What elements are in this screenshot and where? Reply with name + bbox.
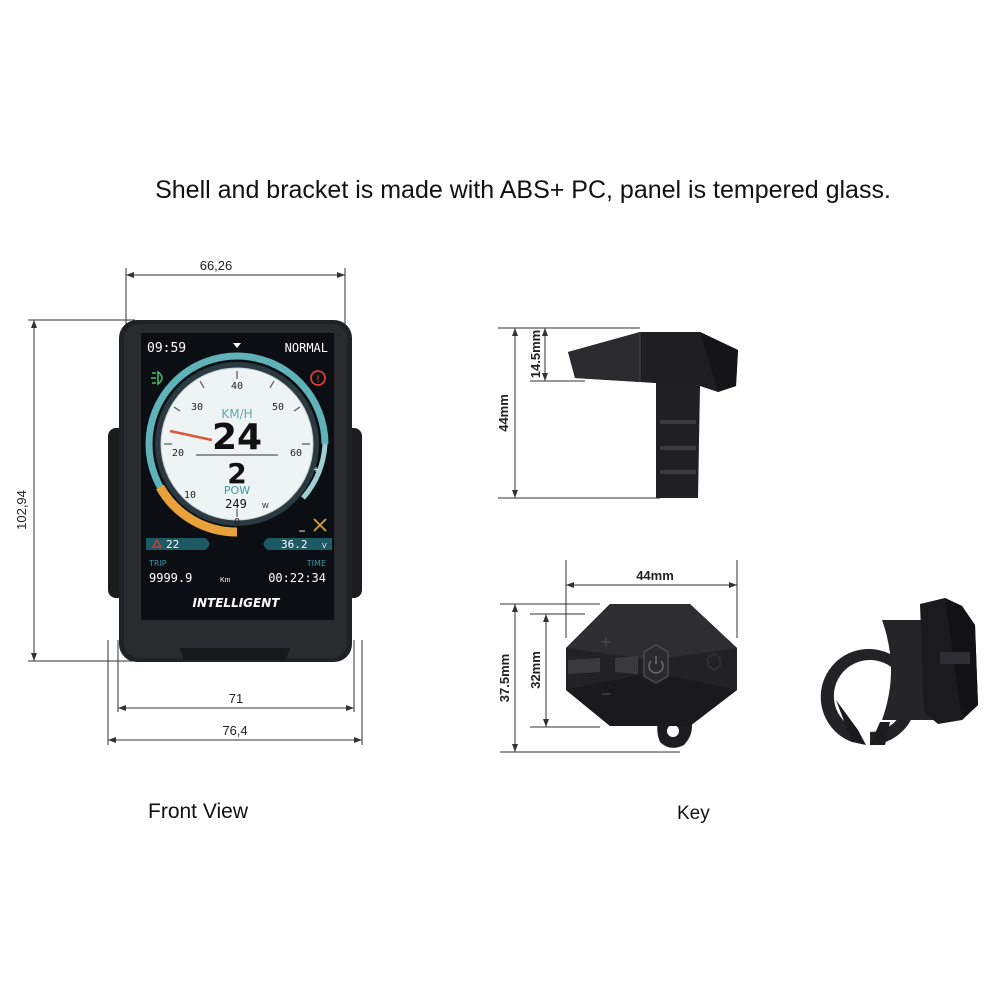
speed-unit: KM/H [221,407,252,421]
trip-label: TRIP [148,559,167,568]
tick-label-0: 0 [234,517,240,528]
dim-key-top-height: 14.5mm [528,330,543,378]
temperature-pill [146,538,210,550]
temperature-readout: 22 [166,538,179,551]
dropdown-caret-icon [233,343,241,348]
trip-unit: Km [220,577,231,584]
dim-key-outer-height: 37.5mm [497,654,512,702]
dim-width-mid: 71 [229,691,243,706]
dim-width-top: 66,26 [200,258,233,273]
dial-ticks [164,371,310,517]
clock-readout: 09:59 [147,341,186,356]
power-arc [156,484,238,537]
dim-key-total-height: 44mm [496,394,511,432]
speed-needle [169,429,213,442]
key-plus-button: + [601,632,612,652]
key-front-view: + − [566,604,737,748]
power-unit: W [262,503,269,510]
trip-readout: 9999.9 [149,571,192,585]
key-side-dimension-lines [498,327,660,499]
power-readout: 249 [225,497,247,511]
voltage-unit: V [322,543,327,550]
tick-label-40: 40 [231,381,243,392]
dim-key-width: 44mm [636,568,674,583]
front-dimension-arrows [31,272,362,743]
voltage-readout: 36.2 [281,538,308,551]
dim-key-inner-height: 32mm [528,651,543,689]
time-label: TIME [306,559,326,568]
tick-label-30: 30 [191,402,203,413]
brand-logo-text: INTELLIGENT [193,596,281,610]
tick-label-50: 50 [272,402,284,413]
front-dimension-lines [28,268,363,745]
tire-warning-icon: ! [310,370,326,386]
time-readout: 00:22:34 [268,571,326,585]
temperature-warning-icon [151,538,163,548]
headlight-icon [151,370,163,386]
material-heading: Shell and bracket is made with ABS+ PC, … [155,176,891,204]
key-minus-button: − [601,684,612,704]
svg-text:!: ! [317,374,320,384]
dim-height: 102,94 [14,490,29,530]
plus-mark: + [313,465,319,476]
assist-level-readout: 2 [227,457,246,490]
tick-label-10: 10 [184,490,196,501]
mode-readout: NORMAL [285,341,328,355]
key-front-dimension-lines [500,560,738,753]
speedometer-dial: 40 50 60 30 20 10 0 KM/H 24 2 POW 249 W … [145,352,329,538]
minus-mark: − [298,524,305,538]
key-caption: Key [677,803,710,824]
power-icon [648,656,664,674]
tick-label-20: 20 [172,448,184,459]
voltage-pill [263,538,332,550]
front-view-caption: Front View [148,800,248,823]
service-wrench-icon [313,518,327,532]
speed-readout: 24 [212,417,262,458]
dim-width-bottom: 76,4 [222,723,247,738]
handlebar-clamp [820,598,978,745]
key-side-view [568,332,738,498]
tick-label-60: 60 [290,448,302,459]
dial-face [161,368,313,520]
power-label: POW [224,484,250,497]
display-device: 09:59 NORMAL ! [108,320,362,662]
